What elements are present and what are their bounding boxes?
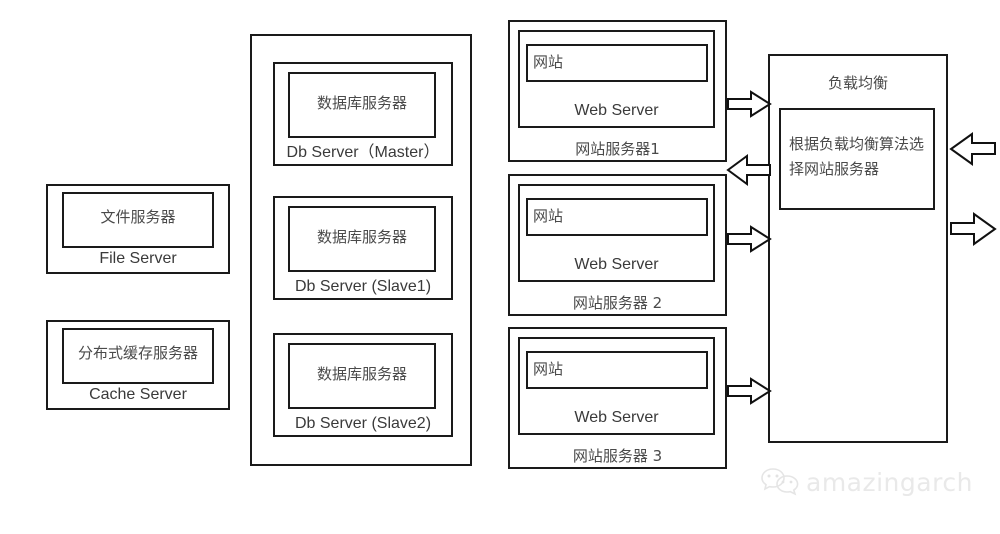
db-node-slave2-inner-label: 数据库服务器 <box>316 365 407 383</box>
web-server-3-outer-label: 网站服务器 3 <box>572 447 663 465</box>
db-node-slave1-outer-label: Db Server (Slave1) <box>294 278 432 295</box>
db-node-master-inner-label: 数据库服务器 <box>316 94 407 112</box>
web-server-3-mid-label: Web Server <box>574 409 659 426</box>
cache-server-inner-label: 分布式缓存服务器 <box>77 344 198 362</box>
load-balancer-title: 负载均衡 <box>827 74 888 92</box>
arrow-external-request-in <box>949 132 996 166</box>
cache-server-inner-box <box>62 328 214 384</box>
arrow-web3-to-lb <box>727 377 772 405</box>
web-server-2-site-box <box>526 198 708 236</box>
arrow-external-response-out <box>950 212 997 246</box>
watermark-text: amazingarch <box>806 467 973 497</box>
load-balancer-algorithm-line2: 择网站服务器 <box>789 160 880 178</box>
file-server-inner-label: 文件服务器 <box>100 208 176 226</box>
web-server-3-site-box <box>526 351 708 389</box>
web-server-1-outer-label: 网站服务器1 <box>575 140 660 158</box>
db-node-slave2-outer-label: Db Server (Slave2) <box>294 415 432 432</box>
web-server-3-site-label: 网站 <box>533 360 564 378</box>
load-balancer-algorithm-box <box>779 108 935 210</box>
file-server-outer-label: File Server <box>99 250 177 267</box>
web-server-2-site-label: 网站 <box>533 207 564 225</box>
web-server-2-mid-label: Web Server <box>574 256 659 273</box>
arrow-lb-to-web-servers <box>726 154 771 186</box>
db-node-master-outer-label: Db Server（Master） <box>286 144 440 161</box>
watermark: amazingarch <box>760 466 973 498</box>
wechat-icon <box>760 466 800 498</box>
file-server-inner-box <box>62 192 214 248</box>
cache-server-outer-label: Cache Server <box>89 386 187 403</box>
web-server-2-outer-label: 网站服务器 2 <box>572 294 663 312</box>
web-server-1-mid-label: Web Server <box>574 102 659 119</box>
db-node-master-inner-box <box>288 72 436 138</box>
arrow-web2-to-lb <box>727 225 772 253</box>
load-balancer-algorithm-line1: 根据负载均衡算法选 <box>789 135 925 153</box>
arrow-web1-to-lb <box>727 90 772 118</box>
db-node-slave2-inner-box <box>288 343 436 409</box>
web-server-1-site-box <box>526 44 708 82</box>
db-node-slave1-inner-box <box>288 206 436 272</box>
db-node-slave1-inner-label: 数据库服务器 <box>316 228 407 246</box>
web-server-1-site-label: 网站 <box>533 53 564 71</box>
